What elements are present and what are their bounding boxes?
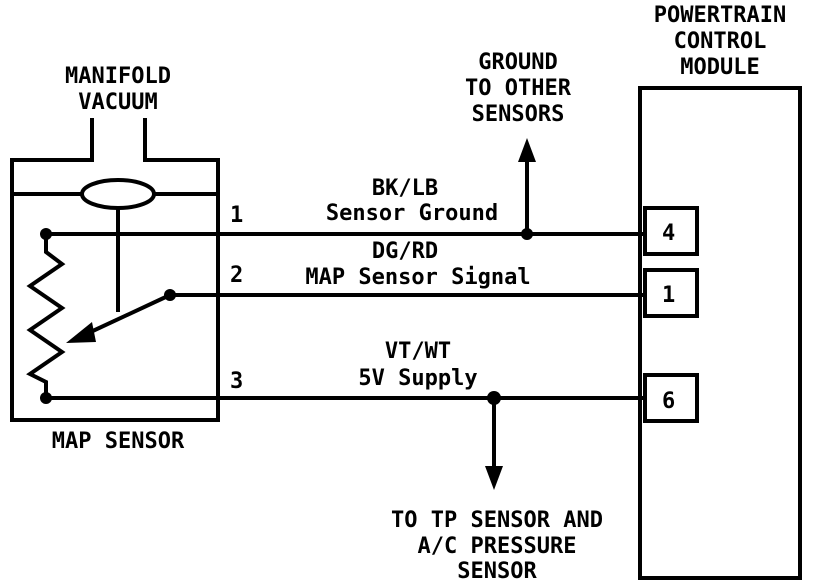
wire-supply-color-code: VT/WT [385,339,451,364]
map-sensor-housing [10,118,220,422]
pcm-pin-box-1 [643,268,699,318]
pcm-title-line-2: CONTROL [674,29,767,54]
map-pin-3-label: 3 [230,369,243,394]
wire-map-signal: DG/RD MAP Sensor Signal [170,239,645,297]
pcm-pin-4-label: 4 [662,221,675,246]
supply-arrow-down-icon [485,466,503,490]
wiper-arrow-icon [66,322,96,343]
map-pin-1-label: 1 [230,203,243,228]
wire-ground-color-code: BK/LB [372,176,438,201]
wire-ground-function: Sensor Ground [326,201,498,226]
ground-arrow-up-icon [518,138,536,162]
ground-branch-label-line-1: GROUND [478,50,557,75]
pcm-pin-box-6 [643,373,699,423]
pcm-title-line-1: POWERTRAIN [654,3,786,28]
wire-signal-function: MAP Sensor Signal [305,265,530,290]
pcm-body [638,86,802,580]
map-sensor: MAP SENSOR 1 2 3 [10,118,243,454]
supply-branch-label-line-2: A/C PRESSURE [418,534,577,559]
supply-branch-label-line-3: SENSOR [457,559,537,584]
manifold-label-line-1: MANIFOLD [65,64,171,89]
supply-branch-label-line-1: TO TP SENSOR AND [391,508,603,533]
ground-branch-label-line-2: TO OTHER [465,76,572,101]
wire-signal-color-code: DG/RD [372,239,438,264]
pcm-pin-6-label: 6 [662,389,675,414]
wire-sensor-ground: BK/LB Sensor Ground [46,138,645,240]
diaphragm-icon [80,178,156,210]
pcm-module: POWERTRAIN CONTROL MODULE 4 1 6 [638,3,802,580]
pcm-pin-1-label: 1 [662,283,675,308]
resistor-icon [26,234,66,398]
wire-5v-supply: VT/WT 5V Supply [46,339,645,490]
pcm-title-line-3: MODULE [680,55,759,80]
map-pin-2-label: 2 [230,263,243,288]
wiper-arm [81,293,171,338]
manifold-label-line-2: VACUUM [78,90,157,115]
pcm-pin-box-4 [643,206,699,256]
ground-branch-label-line-3: SENSORS [472,102,565,127]
wire-supply-function: 5V Supply [358,366,477,391]
map-sensor-label: MAP SENSOR [52,429,185,454]
